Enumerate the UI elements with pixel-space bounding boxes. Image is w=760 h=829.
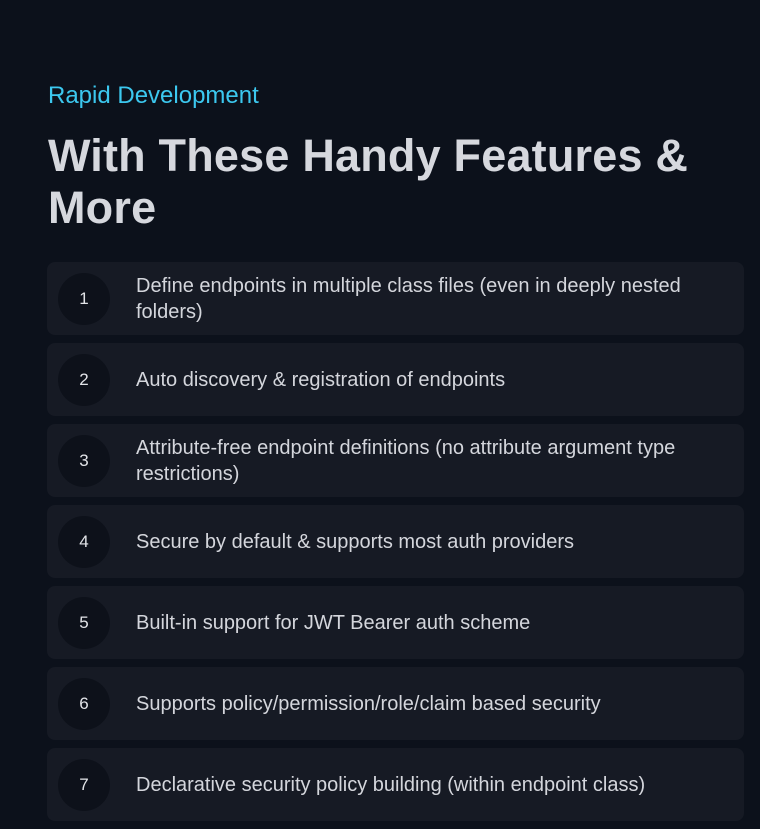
feature-text: Attribute-free endpoint definitions (no …	[136, 436, 676, 485]
feature-item: 1 Define endpoints in multiple class fil…	[47, 262, 744, 335]
feature-item: 7 Declarative security policy building (…	[47, 748, 744, 821]
feature-item: 3 Attribute-free endpoint definitions (n…	[47, 424, 744, 497]
section-title: With These Handy Features & More	[48, 130, 689, 233]
feature-text: Define endpoints in multiple class files…	[136, 274, 681, 323]
feature-item: 2 Auto discovery & registration of endpo…	[47, 343, 744, 416]
feature-text: Supports policy/permission/role/claim ba…	[136, 692, 601, 715]
feature-text: Declarative security policy building (wi…	[136, 773, 646, 796]
feature-item: 5 Built-in support for JWT Bearer auth s…	[47, 586, 744, 659]
feature-number-badge: 6	[58, 677, 110, 730]
feature-number-badge: 4	[58, 515, 110, 568]
feature-list: 1 Define endpoints in multiple class fil…	[47, 262, 744, 829]
feature-text: Built-in support for JWT Bearer auth sch…	[136, 611, 531, 634]
feature-number-badge: 7	[58, 758, 110, 811]
feature-item: 4 Secure by default & supports most auth…	[47, 505, 744, 578]
feature-number-badge: 5	[58, 596, 110, 649]
feature-text: Secure by default & supports most auth p…	[136, 530, 575, 553]
feature-text: Auto discovery & registration of endpoin…	[136, 368, 506, 391]
feature-number-badge: 2	[58, 353, 110, 406]
section-eyebrow: Rapid Development	[48, 82, 259, 109]
feature-number-badge: 1	[58, 272, 110, 325]
feature-number-badge: 3	[58, 434, 110, 487]
feature-item: 6 Supports policy/permission/role/claim …	[47, 667, 744, 740]
